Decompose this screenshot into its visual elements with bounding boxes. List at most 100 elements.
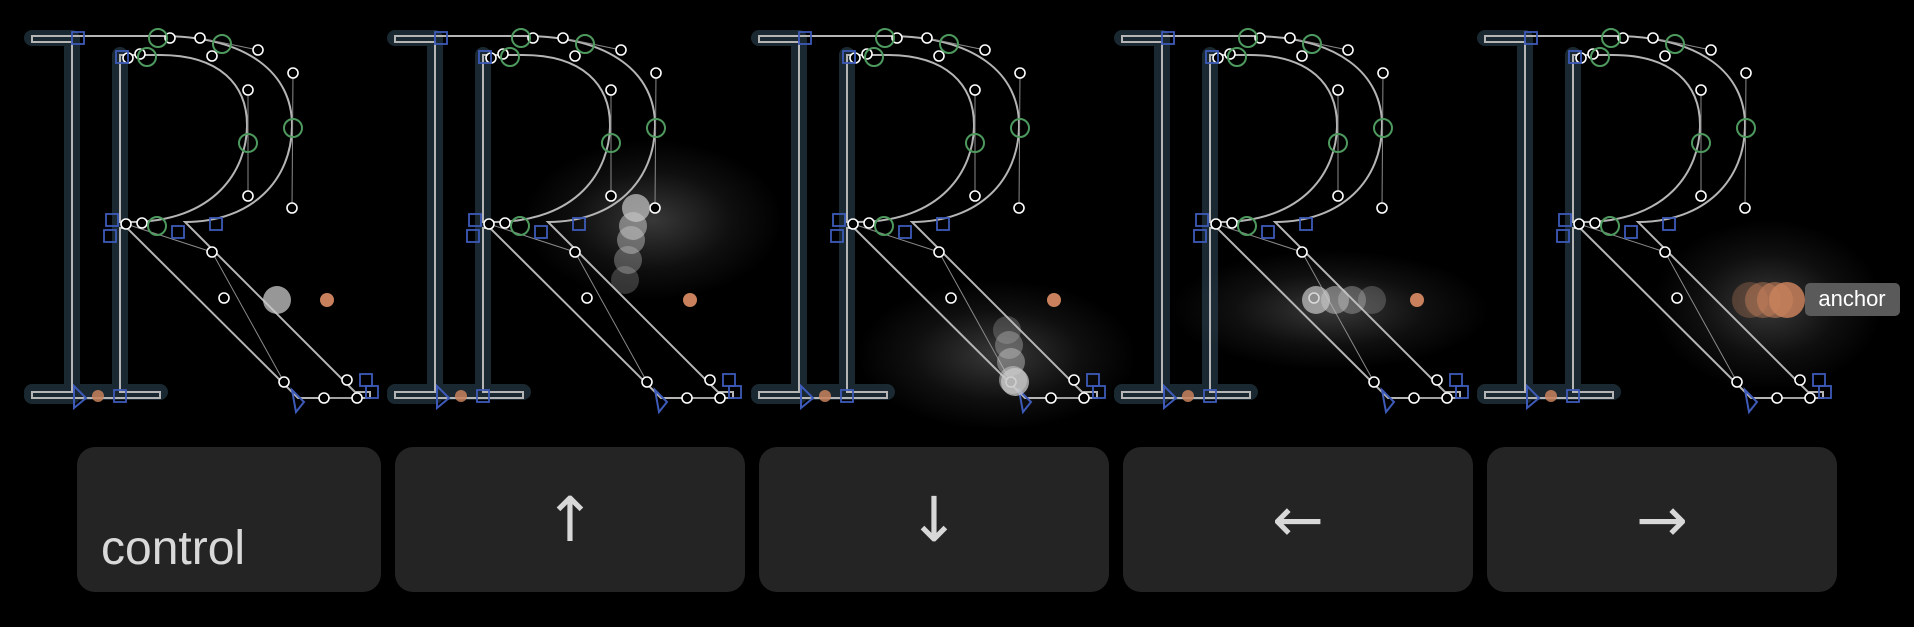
handle-node [1573, 218, 1585, 230]
corner-node [171, 225, 185, 239]
smooth-node [965, 133, 985, 153]
selected-node [1302, 286, 1330, 314]
corner-node [534, 225, 548, 239]
corner-node [1205, 50, 1219, 64]
corner-node [1299, 217, 1313, 231]
smooth-node [238, 133, 258, 153]
handle-node [1332, 84, 1344, 96]
handle-node [1804, 392, 1816, 404]
corner-node [103, 229, 117, 243]
handle-node [1731, 376, 1743, 388]
corner-node [1261, 225, 1275, 239]
handle-line [852, 223, 940, 253]
handle-node [581, 292, 593, 304]
arrow-up-icon: ↑ [544, 482, 596, 556]
handle-node [1408, 392, 1420, 404]
handle-node [242, 190, 254, 202]
handle-node [1014, 67, 1026, 79]
handle-node [287, 67, 299, 79]
handle-node [1045, 392, 1057, 404]
handle-line [1652, 37, 1712, 51]
glyph-panel-4 [1114, 28, 1490, 415]
handle-node [1226, 217, 1238, 229]
handle-line [938, 251, 1012, 383]
smooth-node [864, 47, 884, 67]
smooth-node [148, 28, 168, 48]
handle-node [979, 44, 991, 56]
arrow-up-key[interactable]: ↑ [395, 447, 745, 592]
start-point-marker [1380, 387, 1396, 415]
handle-node [1296, 50, 1308, 62]
handle-node [1671, 292, 1683, 304]
arrow-down-key[interactable]: ↓ [759, 447, 1109, 592]
handle-node [1695, 190, 1707, 202]
start-point-marker [73, 383, 88, 411]
corner-node [478, 50, 492, 64]
handle-node [569, 50, 581, 62]
baseline-dot [92, 390, 104, 402]
smooth-node [511, 28, 531, 48]
smooth-node [646, 118, 666, 138]
smooth-node [1691, 133, 1711, 153]
start-point-marker [290, 387, 306, 415]
smooth-node [575, 34, 595, 54]
control-key[interactable]: control [77, 447, 381, 592]
glyph-counter-outline [119, 54, 249, 223]
smooth-node [874, 216, 894, 236]
arrow-left-icon: ← [1272, 482, 1324, 556]
handle-node [615, 44, 627, 56]
handle-line [1578, 223, 1666, 253]
handle-line [1301, 251, 1375, 383]
corner-node [115, 50, 129, 64]
handle-node [136, 217, 148, 229]
selected-node [611, 266, 639, 294]
motion-glow [857, 280, 1137, 430]
handle-line [562, 37, 622, 51]
baseline-dot [1182, 390, 1194, 402]
arrow-right-key[interactable]: → [1487, 447, 1837, 592]
smooth-node [601, 133, 621, 153]
handle-node [1013, 202, 1025, 214]
glyph-panel-1 [24, 28, 379, 415]
corner-node [1558, 213, 1572, 227]
smooth-node [147, 216, 167, 236]
handle-node [1377, 67, 1389, 79]
start-point-marker [800, 383, 815, 411]
handle-node [969, 84, 981, 96]
handle-node [933, 246, 945, 258]
handle-node [1332, 190, 1344, 202]
handle-node [921, 32, 933, 44]
handle-line [199, 37, 259, 51]
glyph-editor-canvas[interactable]: anchor [0, 0, 1914, 430]
start-point-marker [1017, 387, 1033, 415]
handle-line [125, 223, 213, 253]
handle-node [1659, 50, 1671, 62]
handle-node [569, 246, 581, 258]
handle-node [194, 32, 206, 44]
glyph-panel-2 [387, 28, 783, 415]
corner-node [1556, 229, 1570, 243]
start-point-marker [1526, 383, 1541, 411]
start-point-marker [653, 387, 669, 415]
corner-node [1568, 50, 1582, 64]
corner-node [209, 217, 223, 231]
handle-node [1705, 44, 1717, 56]
handle-node [681, 392, 693, 404]
handle-line [926, 37, 986, 51]
glyph-counter-outline [482, 54, 612, 223]
handle-node [1647, 32, 1659, 44]
handle-node [1740, 67, 1752, 79]
handle-node [120, 218, 132, 230]
corner-node [71, 31, 85, 45]
handle-node [206, 246, 218, 258]
handle-node [1441, 392, 1453, 404]
motion-glow [523, 140, 783, 300]
handle-node [969, 190, 981, 202]
handle-node [847, 218, 859, 230]
baseline-dot [455, 390, 467, 402]
handle-line [574, 251, 648, 383]
arrow-left-key[interactable]: ← [1123, 447, 1473, 592]
selected-node [1001, 368, 1029, 396]
glyph-outline [1121, 35, 1461, 399]
smooth-node [1302, 34, 1322, 54]
